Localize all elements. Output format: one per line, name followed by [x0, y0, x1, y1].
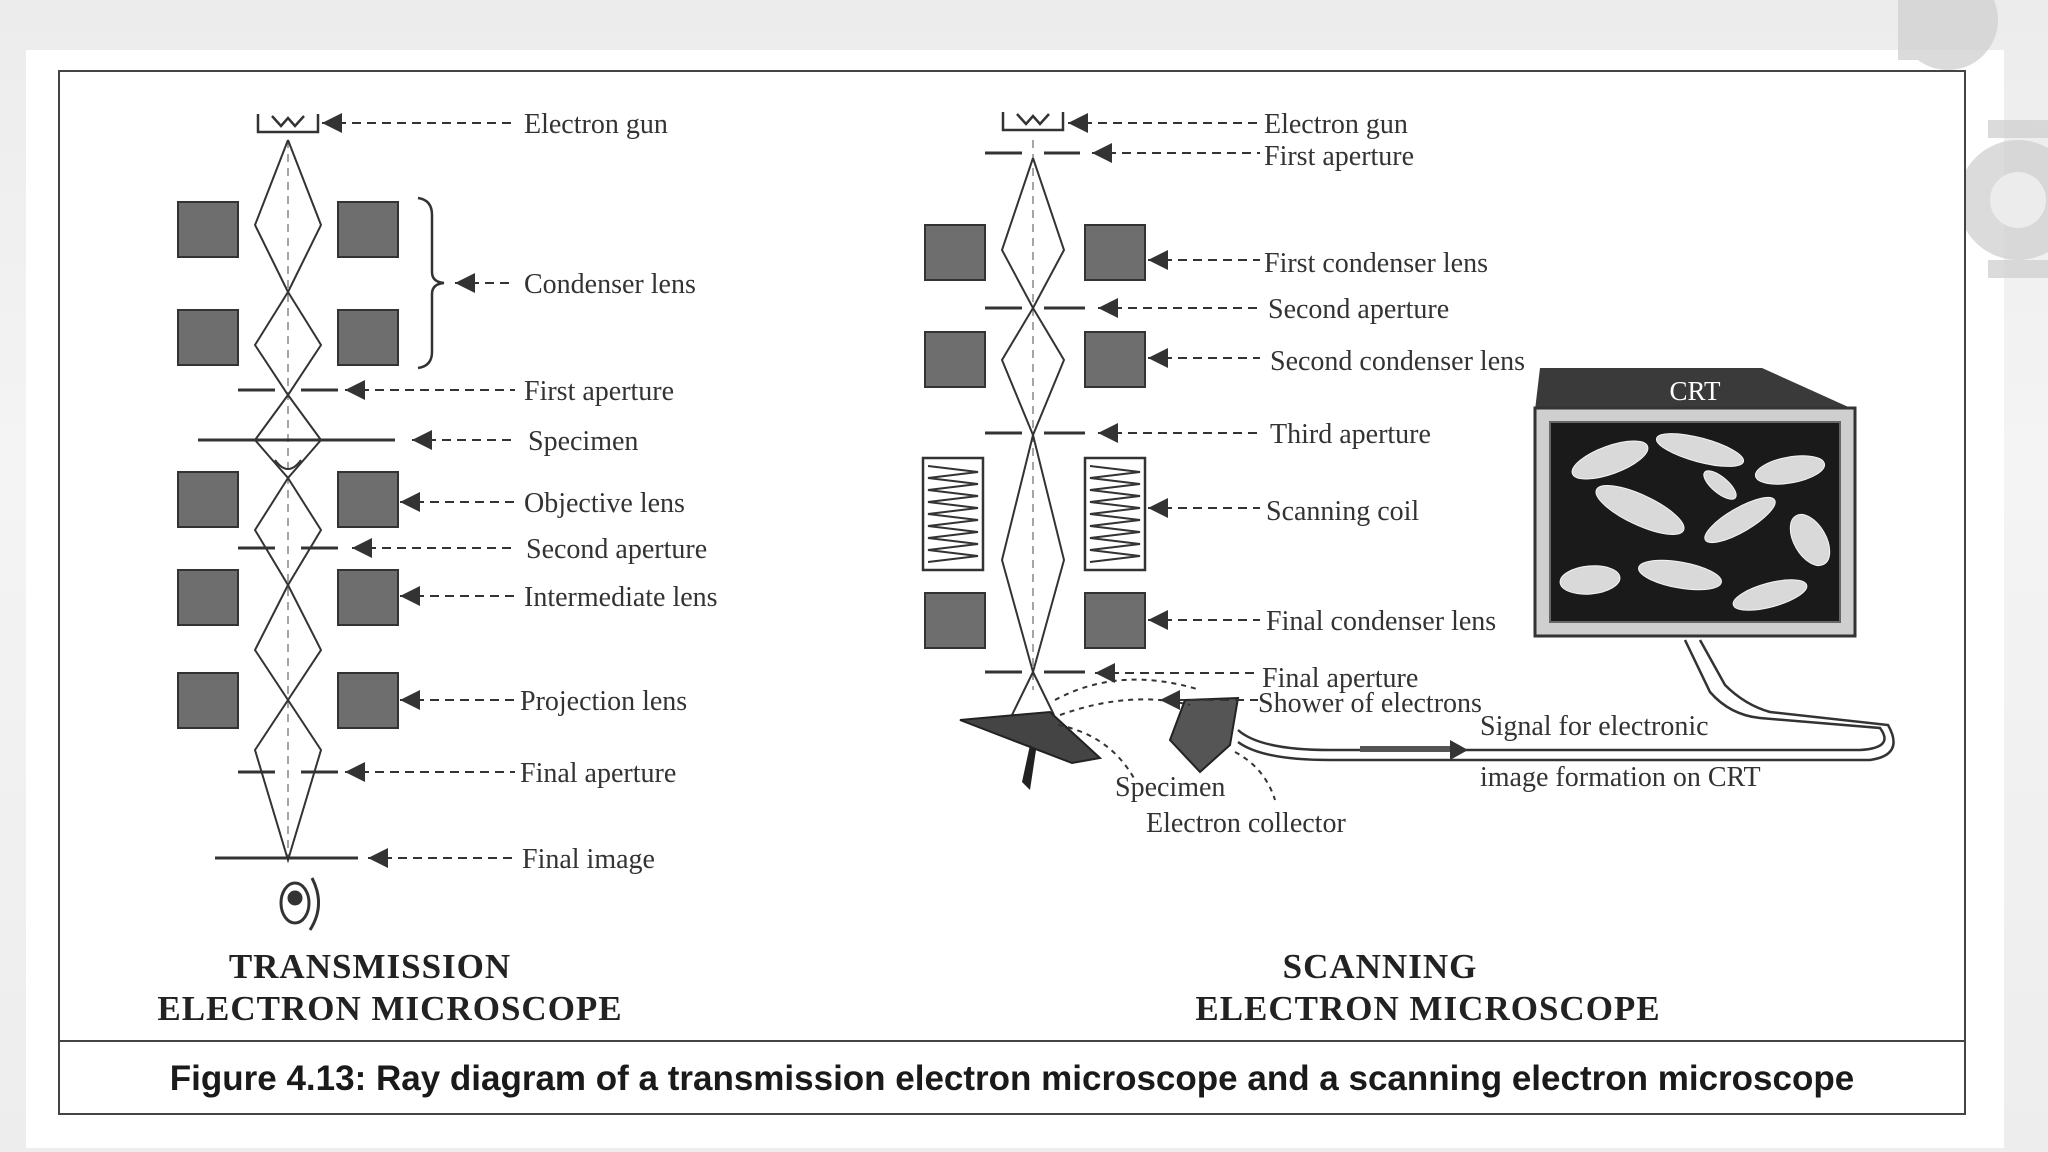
sem-label-first-condenser-lens: First condenser lens — [1264, 248, 1488, 279]
sem-diagram: CRT Electron gun First aperture First co… — [921, 109, 1895, 1028]
tem-condenser-lens-block — [337, 201, 399, 258]
sem-specimen-stage — [959, 710, 1103, 765]
eye-icon — [279, 877, 320, 931]
sem-label-scanning-coil: Scanning coil — [1266, 496, 1419, 527]
tem-title-line2: ELECTRON MICROSCOPE — [157, 989, 622, 1028]
sem-title-line2: ELECTRON MICROSCOPE — [1195, 989, 1660, 1028]
sem-label-electron-collector: Electron collector — [1146, 808, 1346, 839]
sem-first-condenser-lens-block — [924, 224, 986, 281]
sem-first-condenser-lens-block — [1084, 224, 1146, 281]
tem-intermediate-lens-block — [337, 569, 399, 626]
sem-final-condenser-lens-block — [924, 592, 986, 649]
tem-label-intermediate-lens: Intermediate lens — [524, 582, 718, 613]
sem-scanning-coil — [1083, 456, 1147, 572]
tem-label-condenser-lens: Condenser lens — [524, 269, 696, 300]
tem-condenser-lens-block — [337, 309, 399, 366]
sem-final-condenser-lens-block — [1084, 592, 1146, 649]
tem-electron-gun-icon — [256, 114, 320, 134]
sem-electron-collector — [1168, 696, 1240, 774]
sem-scanning-coil — [921, 456, 985, 572]
sem-label-signal-line1: Signal for electronic — [1480, 711, 1709, 742]
tem-projection-lens-block — [177, 672, 239, 729]
tem-condenser-lens-block — [177, 309, 239, 366]
tem-label-objective-lens: Objective lens — [524, 488, 685, 519]
tem-label-first-aperture: First aperture — [524, 376, 674, 407]
sem-label-third-aperture: Third aperture — [1270, 419, 1431, 450]
tem-condenser-lens-block — [177, 201, 239, 258]
sem-label-shower-of-electrons: Shower of electrons — [1258, 688, 1482, 719]
sem-second-condenser-lens-block — [924, 331, 986, 388]
sem-label-final-aperture: Final aperture — [1262, 663, 1418, 694]
figure-caption: Figure 4.13: Ray diagram of a transmissi… — [58, 1040, 1966, 1115]
sem-label-final-condenser-lens: Final condenser lens — [1266, 606, 1496, 637]
tem-diagram: Electron gun Condenser lens First apertu… — [157, 109, 717, 1028]
tem-label-final-aperture: Final aperture — [520, 758, 676, 789]
sem-label-second-condenser-lens: Second condenser lens — [1270, 346, 1525, 377]
crt-label: CRT — [1670, 376, 1721, 406]
sem-label-first-aperture: First aperture — [1264, 141, 1414, 172]
crt-monitor: CRT — [1533, 368, 1857, 638]
sem-label-second-aperture: Second aperture — [1268, 294, 1449, 325]
sem-label-signal-line2: image formation on CRT — [1480, 762, 1761, 793]
tem-label-electron-gun: Electron gun — [524, 109, 668, 140]
sem-label-electron-gun: Electron gun — [1264, 109, 1408, 140]
sem-label-specimen: Specimen — [1115, 772, 1225, 803]
sem-electron-gun-icon — [1001, 112, 1065, 132]
tem-objective-lens-block — [177, 471, 239, 528]
sem-signal-cable — [1237, 639, 1886, 752]
gear-decoration — [1898, 0, 2048, 278]
tem-title-line1: TRANSMISSION — [229, 947, 511, 986]
tem-ray-path — [253, 139, 323, 864]
tem-label-second-aperture: Second aperture — [526, 534, 707, 565]
tem-objective-lens-block — [337, 471, 399, 528]
tem-label-projection-lens: Projection lens — [520, 686, 687, 717]
sem-title-line1: SCANNING — [1283, 947, 1478, 986]
crt-specimen-image — [1559, 433, 1831, 611]
tem-label-specimen: Specimen — [528, 426, 638, 457]
tem-condenser-brace — [417, 196, 445, 370]
tem-intermediate-lens-block — [177, 569, 239, 626]
tem-projection-lens-block — [337, 672, 399, 729]
sem-ray-path — [1000, 157, 1066, 716]
sem-second-condenser-lens-block — [1084, 331, 1146, 388]
tem-label-final-image: Final image — [522, 844, 655, 875]
